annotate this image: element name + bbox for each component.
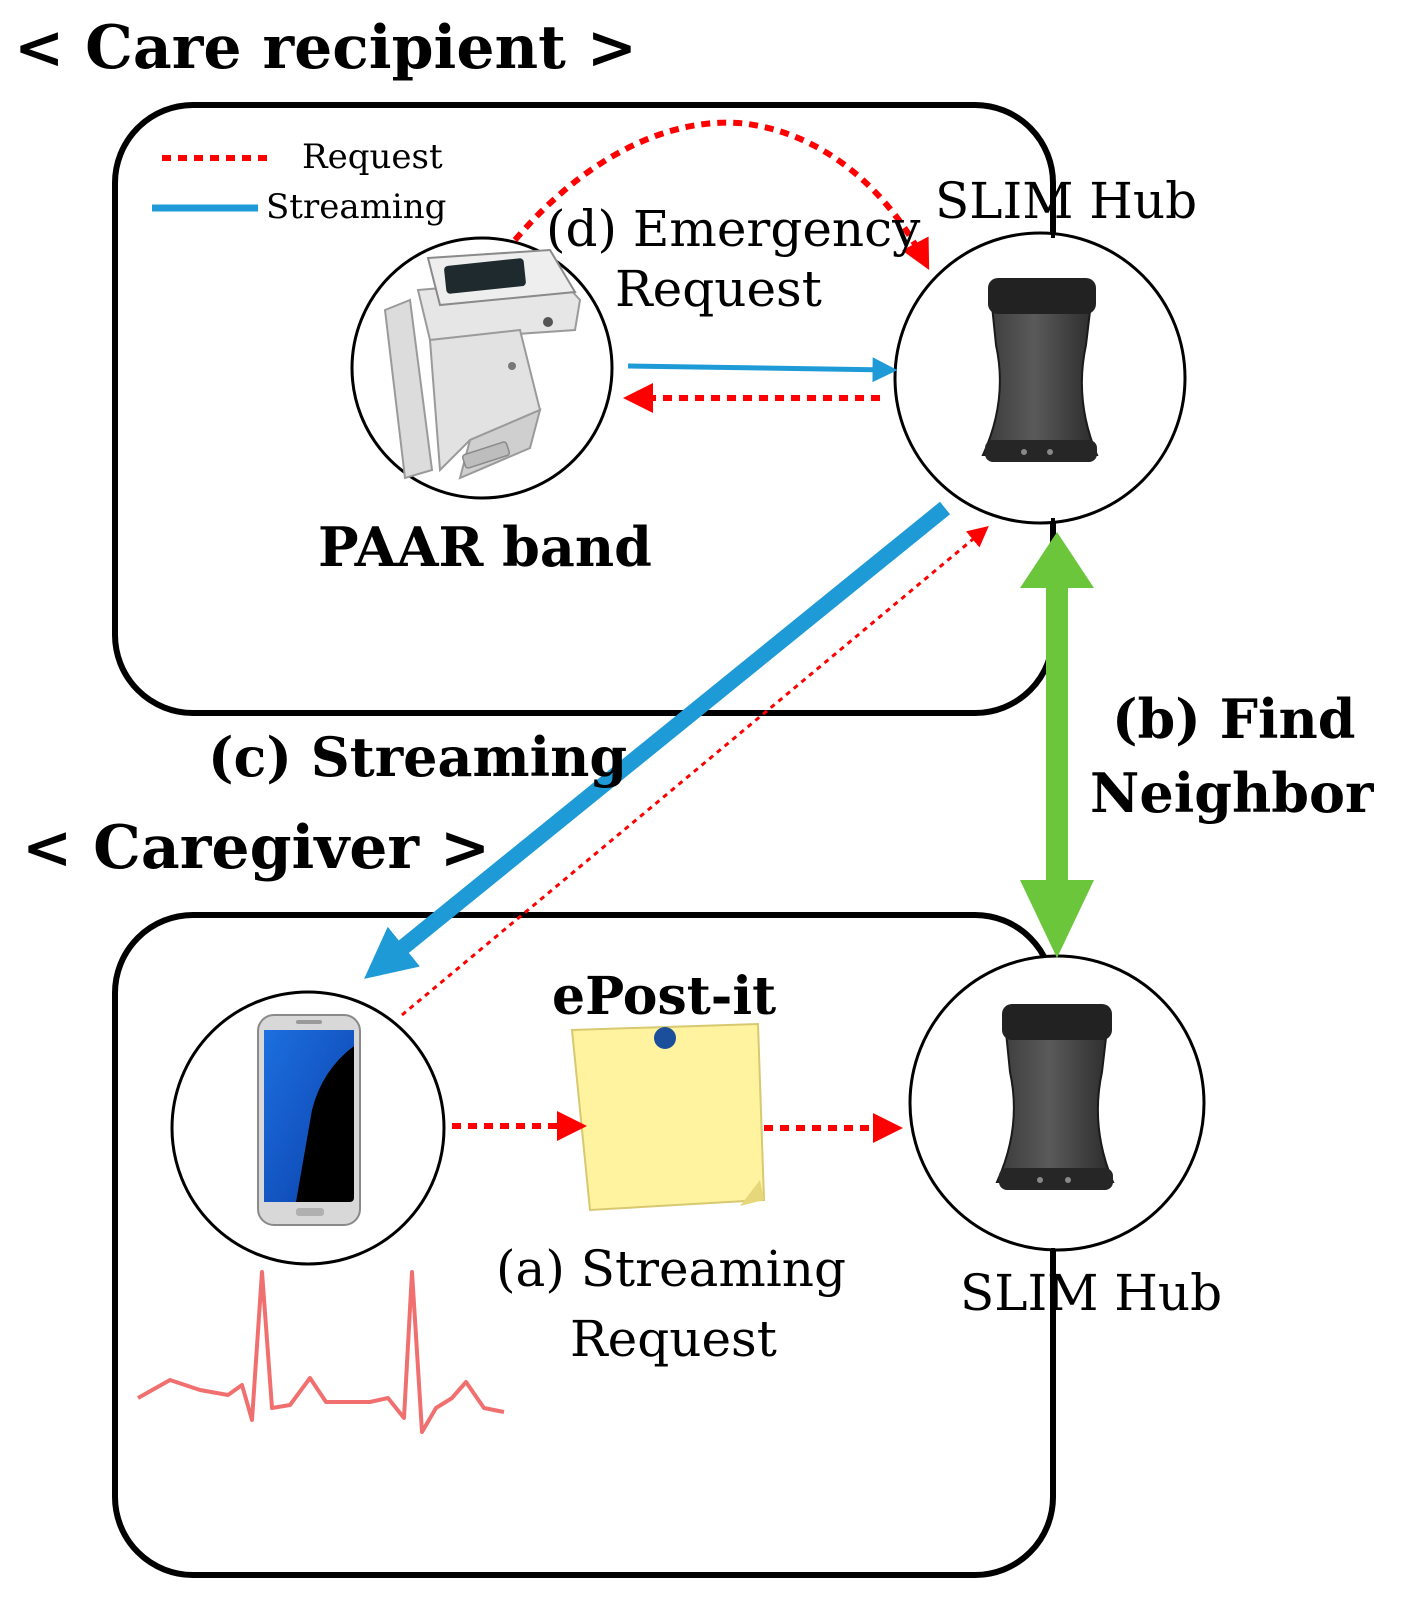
pushpin-icon (654, 1027, 676, 1049)
phone-to-hub-request-arrow (401, 525, 989, 1017)
find-neighbor-arrow (1020, 532, 1094, 958)
legend-streaming-label: Streaming (266, 187, 446, 227)
paar-band-image (383, 248, 582, 480)
recipient-hub-label: SLIM Hub (935, 172, 1197, 230)
step-c-label: (c) Streaming (208, 725, 627, 789)
legend-request-label: Request (302, 137, 443, 177)
step-b-label-line2: Neighbor (1090, 761, 1374, 825)
legend: Request Streaming (152, 137, 446, 227)
caregiver-title: < Caregiver > (22, 813, 490, 883)
hub-to-phone-streaming-arrow (364, 501, 951, 979)
recipient-hub-device (981, 278, 1099, 462)
step-b-label-line1: (b) Find (1112, 687, 1356, 751)
caregiver-hub-label: SLIM Hub (960, 1264, 1222, 1322)
ecg-trace (137, 1270, 505, 1434)
caregiver-hub-device (995, 1004, 1115, 1190)
smartphone-image (257, 1014, 361, 1226)
epostit-note (570, 1022, 766, 1212)
band-to-hub-streaming-arrow (627, 357, 898, 383)
epostit-label: ePost-it (552, 966, 776, 1027)
paar-band-label: PAAR band (318, 515, 652, 579)
step-d-label-line1: (d) Emergency (546, 200, 921, 258)
care-recipient-title: < Care recipient > (14, 13, 637, 83)
step-d-label-line2: Request (615, 260, 822, 318)
step-a-label-line2: Request (570, 1310, 777, 1368)
step-a-label-line1: (a) Streaming (496, 1240, 846, 1298)
